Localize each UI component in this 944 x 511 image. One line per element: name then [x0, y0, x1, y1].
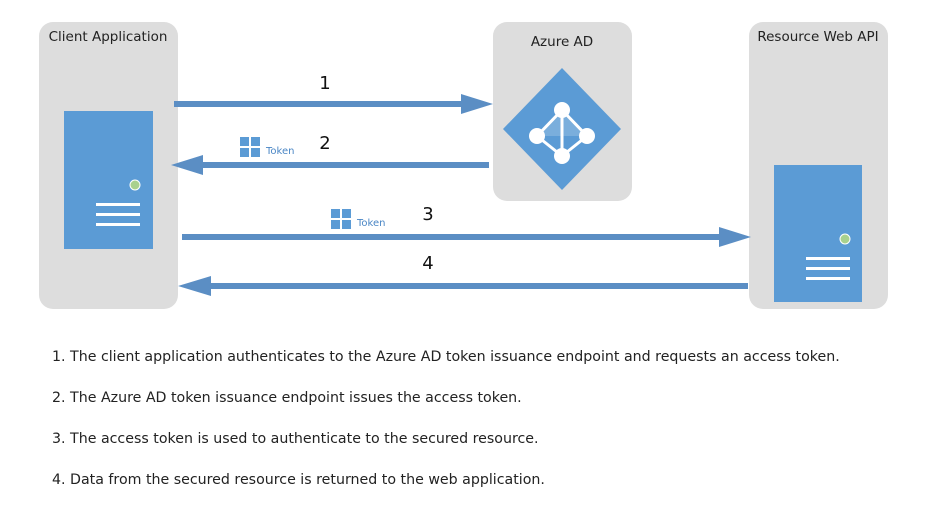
arrow-step-4: 4 — [178, 253, 748, 296]
step-description-2: 2. The Azure AD token issuance endpoint … — [52, 390, 522, 406]
token-icon — [331, 209, 351, 229]
step-description-3: 3. The access token is used to authentic… — [52, 431, 539, 447]
resource-box-label: Resource Web API — [757, 29, 878, 45]
token-label: Token — [265, 146, 294, 157]
step-description-4: 4. Data from the secured resource is ret… — [52, 472, 545, 488]
arrow-step-3: 3 Token — [182, 204, 751, 247]
token-icon — [240, 137, 260, 157]
resource-web-api-box: Resource Web API — [749, 22, 888, 309]
arrow-step-2: 2 Token — [171, 133, 489, 175]
step-2-number: 2 — [319, 133, 330, 154]
token-label: Token — [356, 218, 385, 229]
step-1-number: 1 — [319, 73, 330, 94]
step-descriptions: 1. The client application authenticates … — [52, 347, 840, 511]
client-application-box: Client Application — [39, 22, 178, 309]
auth-flow-diagram: Client Application Azure AD Re — [39, 22, 888, 309]
azure-ad-box: Azure AD — [493, 22, 632, 201]
azure-ad-logo-icon — [503, 68, 621, 190]
step-4-number: 4 — [422, 253, 433, 274]
client-server-icon — [64, 111, 153, 249]
arrow-step-1: 1 — [174, 73, 493, 114]
step-3-number: 3 — [422, 204, 433, 225]
resource-server-icon — [774, 165, 862, 302]
step-description-1: 1. The client application authenticates … — [52, 349, 840, 365]
azure-box-label: Azure AD — [531, 34, 593, 50]
client-box-label: Client Application — [49, 29, 168, 45]
